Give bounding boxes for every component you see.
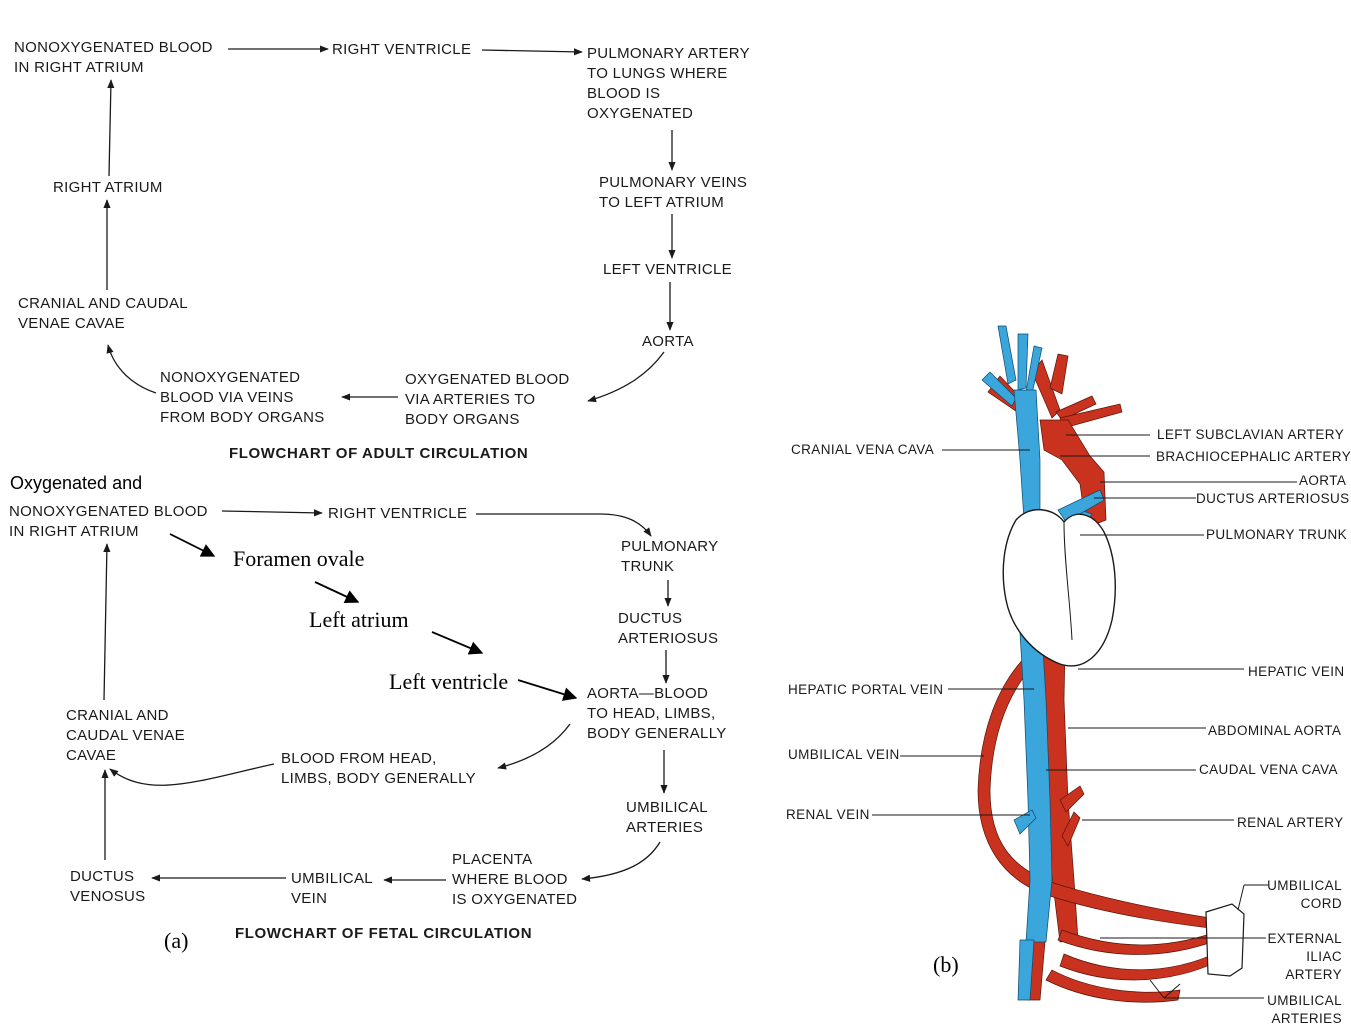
label-abdominal-aorta: ABDOMINAL AORTA <box>1208 722 1341 740</box>
label-renal-vein: RENAL VEIN <box>786 806 870 824</box>
label-left-subclavian-artery: LEFT SUBCLAVIAN ARTERY <box>1157 426 1344 444</box>
heart-outline <box>1003 510 1115 666</box>
label-caudal-vena-cava: CAUDAL VENA CAVA <box>1199 761 1338 779</box>
label-cranial-vena-cava: CRANIAL VENA CAVA <box>791 441 934 459</box>
label-umbilical-vein: UMBILICAL VEIN <box>788 746 900 764</box>
label-hepatic-portal-vein: HEPATIC PORTAL VEIN <box>788 681 943 699</box>
label-ductus-arteriosus: DUCTUS ARTERIOSUS <box>1196 490 1350 508</box>
text-line: ILIAC <box>1262 948 1342 966</box>
label-renal-artery: RENAL ARTERY <box>1237 814 1344 832</box>
panel-b-label: (b) <box>933 952 959 978</box>
label-umbilical-cord: UMBILICAL CORD <box>1262 877 1342 913</box>
text-line: CORD <box>1262 895 1342 913</box>
text-line: ARTERIES <box>1262 1010 1342 1028</box>
text-line: EXTERNAL <box>1262 930 1342 948</box>
label-pulmonary-trunk: PULMONARY TRUNK <box>1206 526 1347 544</box>
label-hepatic-vein: HEPATIC VEIN <box>1248 663 1345 681</box>
label-umbilical-arteries: UMBILICAL ARTERIES <box>1262 992 1342 1028</box>
label-aorta: AORTA <box>1299 472 1346 490</box>
umbilical-cord-sleeve <box>1206 904 1244 976</box>
label-brachiocephalic-artery: BRACHIOCEPHALIC ARTERY <box>1156 448 1351 466</box>
text-line: UMBILICAL <box>1262 877 1342 895</box>
text-line: ARTERY <box>1262 966 1342 984</box>
text-line: UMBILICAL <box>1262 992 1342 1010</box>
label-external-iliac-artery: EXTERNAL ILIAC ARTERY <box>1262 930 1342 984</box>
